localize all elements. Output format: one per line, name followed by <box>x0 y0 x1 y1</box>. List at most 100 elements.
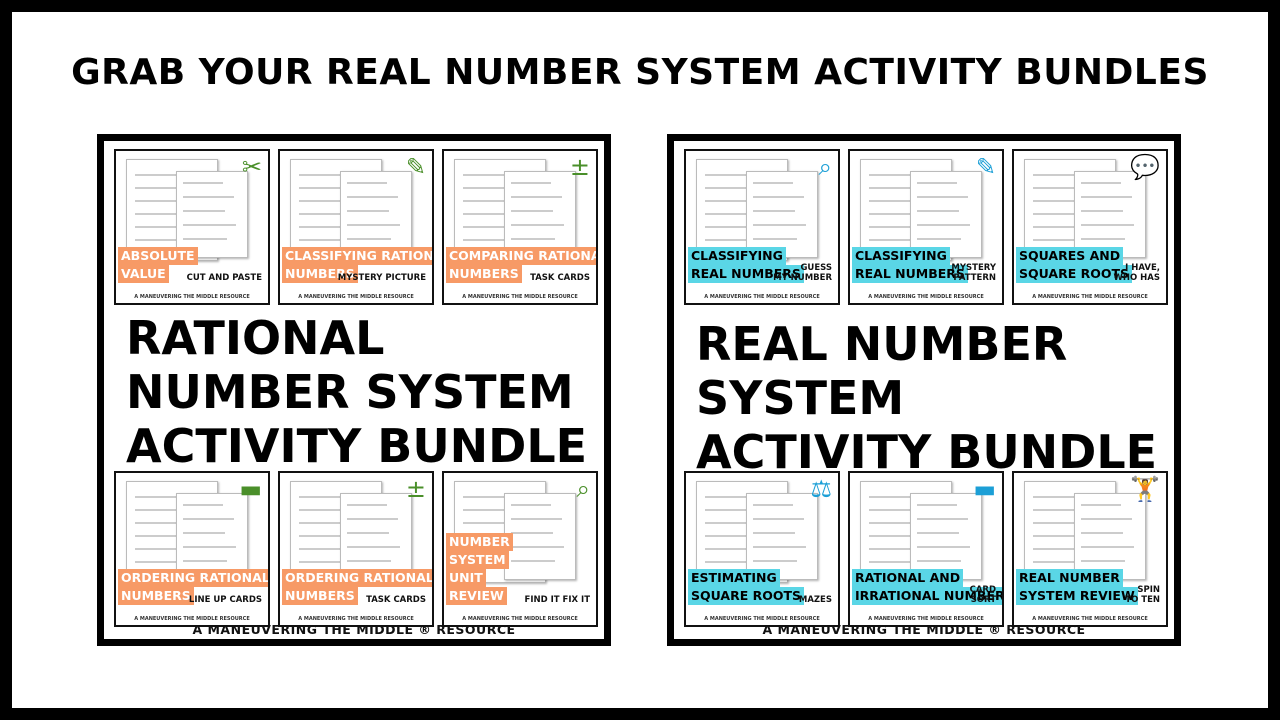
worksheet-preview <box>1074 493 1146 580</box>
worksheet-preview <box>176 493 248 580</box>
tile-credit: A MANEUVERING THE MIDDLE RESOURCE <box>298 616 414 622</box>
text-line <box>511 196 562 198</box>
tile-label-line: SYSTEM <box>446 551 509 569</box>
pencil-icon: ✎ <box>975 153 996 181</box>
text-line <box>183 546 236 548</box>
worksheet-preview <box>504 171 576 258</box>
tile-credit: A MANEUVERING THE MIDDLE RESOURCE <box>462 616 578 622</box>
tile-format-label: MAZES <box>798 595 832 605</box>
text-line <box>183 504 223 506</box>
text-line <box>1081 238 1125 240</box>
tile-label-line: SYSTEM REVIEW <box>1016 587 1138 605</box>
text-line <box>299 535 370 537</box>
text-line <box>705 496 755 498</box>
math-operations-icon: ± <box>405 475 426 503</box>
text-line <box>753 210 795 212</box>
text-line <box>347 518 398 520</box>
text-line <box>183 182 223 184</box>
text-line <box>135 239 210 241</box>
text-line <box>299 509 366 511</box>
text-line <box>705 187 772 189</box>
text-line <box>183 224 236 226</box>
text-line <box>705 548 763 550</box>
text-line <box>183 210 225 212</box>
text-line <box>183 532 225 534</box>
text-line <box>511 518 562 520</box>
text-line <box>1033 187 1100 189</box>
text-line <box>753 224 806 226</box>
tile-label-line: NUMBERS <box>118 587 194 605</box>
worksheet-preview <box>1074 171 1146 258</box>
page-headline: GRAB YOUR REAL NUMBER SYSTEM ACTIVITY BU… <box>71 52 1209 93</box>
text-line <box>183 560 227 562</box>
text-line <box>299 213 370 215</box>
text-line <box>1033 548 1091 550</box>
text-line <box>1033 213 1104 215</box>
tile-credit: A MANEUVERING THE MIDDLE RESOURCE <box>868 616 984 622</box>
text-line <box>869 496 919 498</box>
rational-bundle-title: RATIONAL NUMBER SYSTEM ACTIVITY BUNDLE <box>126 311 588 473</box>
text-line <box>869 535 940 537</box>
text-line <box>135 561 210 563</box>
text-line <box>1081 560 1125 562</box>
tile-label-line: IRRATIONAL NUMBERS <box>852 587 1002 605</box>
text-line <box>299 226 357 228</box>
text-line <box>135 174 185 176</box>
text-line <box>1081 224 1134 226</box>
pencil-icon: ✎ <box>405 153 426 181</box>
text-line <box>299 200 353 202</box>
text-line <box>917 532 959 534</box>
rational-bundle-footer: A MANEUVERING THE MIDDLE ® RESOURCE <box>192 622 516 637</box>
tile-label-line: UNIT <box>446 569 486 587</box>
tile-format-label: MYSTERY PATTERN <box>951 263 996 283</box>
left-tile-2[interactable]: ✎CLASSIFYING RATIONALNUMBERSMYSTERY PICT… <box>278 149 434 305</box>
text-line <box>463 213 534 215</box>
text-line <box>347 196 398 198</box>
text-line <box>1081 532 1123 534</box>
text-line <box>1033 561 1108 563</box>
text-line <box>135 200 189 202</box>
text-line <box>705 213 776 215</box>
tile-label-line: NUMBER <box>446 533 513 551</box>
tile-format-label: CARD SORT <box>969 585 996 605</box>
color-bars-icon: ▬ <box>239 475 262 503</box>
tile-label-line: VALUE <box>118 265 169 283</box>
tile-format-label: MYSTERY PICTURE <box>337 273 426 283</box>
text-line <box>511 504 551 506</box>
tile-credit: A MANEUVERING THE MIDDLE RESOURCE <box>704 616 820 622</box>
text-line <box>347 546 400 548</box>
text-line <box>705 200 759 202</box>
tile-label-line: COMPARING RATIONAL <box>446 247 596 265</box>
text-line <box>135 509 202 511</box>
text-line <box>705 561 780 563</box>
text-line <box>753 504 793 506</box>
text-line <box>917 238 961 240</box>
tile-label-line: ESTIMATING <box>688 569 780 587</box>
tile-credit: A MANEUVERING THE MIDDLE RESOURCE <box>868 294 984 300</box>
text-line <box>1081 504 1121 506</box>
tile-label-line: NUMBERS <box>446 265 522 283</box>
text-line <box>463 239 538 241</box>
tile-label-line: SQUARE ROOTS <box>688 587 804 605</box>
worksheet-preview <box>340 171 412 258</box>
tile-label-line: SQUARE ROOTS <box>1016 265 1132 283</box>
tile-label-line: NUMBERS <box>282 587 358 605</box>
tile-format-label: SPIN TO TEN <box>1125 585 1160 605</box>
tile-credit: A MANEUVERING THE MIDDLE RESOURCE <box>1032 616 1148 622</box>
balance-scale-icon: ⚖ <box>810 475 832 503</box>
text-line <box>869 522 923 524</box>
text-line <box>511 532 553 534</box>
